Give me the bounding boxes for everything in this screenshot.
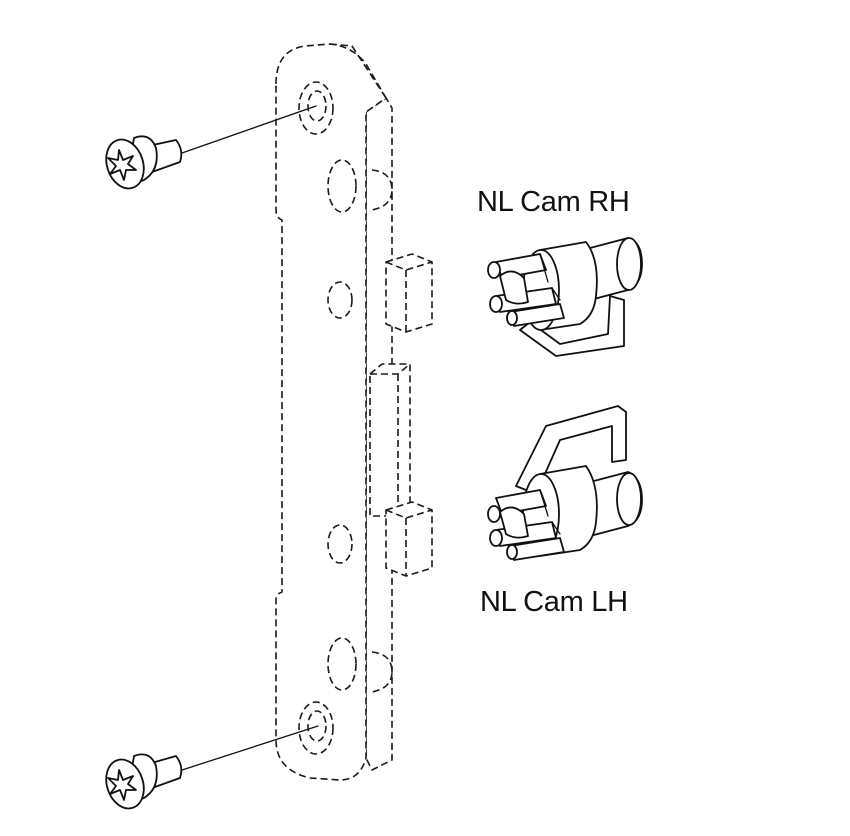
label-nl-cam-rh: NL Cam RH (477, 186, 630, 218)
label-nl-cam-lh: NL Cam LH (480, 586, 628, 618)
lower-small-hole (327, 524, 353, 564)
lock-plate (275, 43, 433, 781)
upper-cam-hole (327, 159, 357, 213)
nl-cam-lh (487, 405, 643, 561)
upper-small-hole (327, 281, 353, 319)
top-screw (105, 105, 317, 190)
bottom-screw (105, 725, 319, 810)
nl-cam-rh (487, 237, 643, 357)
top-screw-hole (298, 81, 334, 135)
lower-cam-hole (327, 637, 357, 691)
bottom-screw-hole (298, 701, 334, 755)
